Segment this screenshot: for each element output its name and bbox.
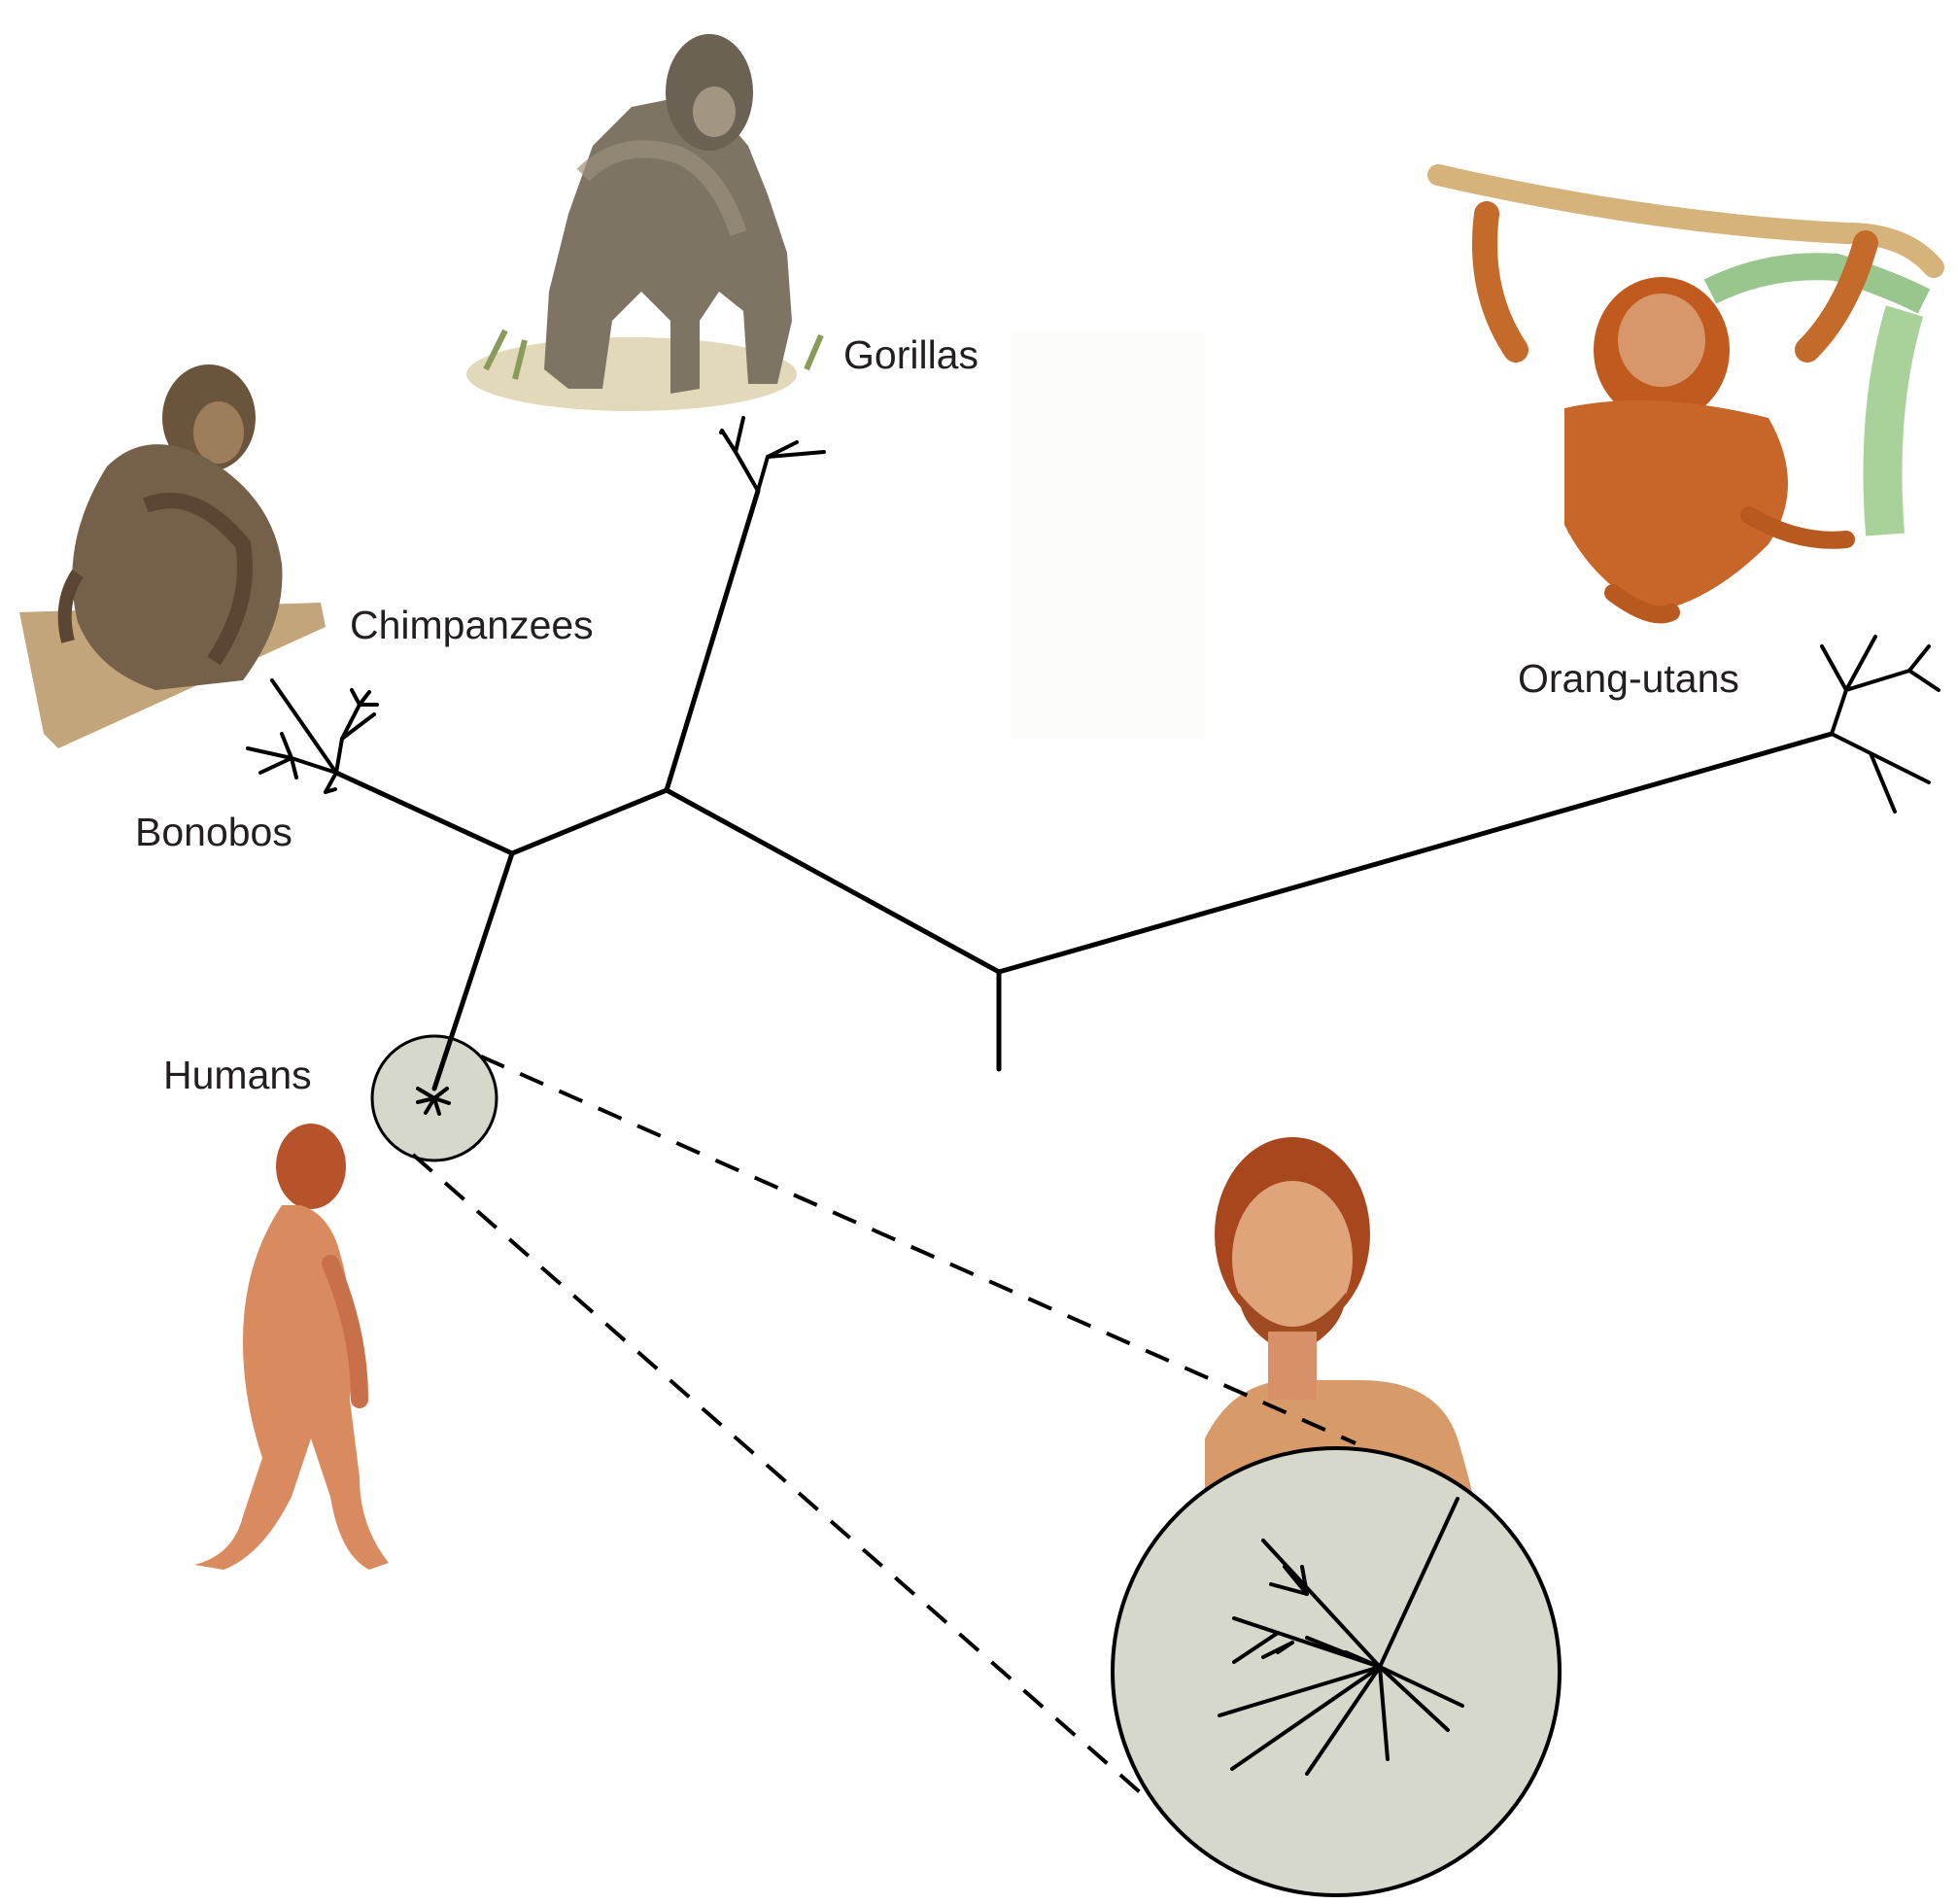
- zoom-magnified-circle: [1113, 1448, 1560, 1895]
- zoom-line-lower: [413, 1155, 1147, 1798]
- gorilla-branch-tips: [721, 418, 824, 491]
- chimp-bonobo-branch-tips: [248, 680, 377, 792]
- gorilla-illustration: [466, 34, 821, 411]
- orang-utan-branch-tips: [1822, 637, 1939, 812]
- background-panel: [1011, 330, 1205, 739]
- label-humans: Humans: [163, 1056, 312, 1095]
- early-human-illustration: [194, 1124, 389, 1570]
- label-orang-utans: Orang-utans: [1518, 659, 1739, 699]
- label-bonobos: Bonobos: [135, 813, 292, 852]
- orang-utan-illustration: [1438, 175, 1934, 615]
- label-chimpanzees: Chimpanzees: [350, 606, 594, 645]
- label-gorillas: Gorillas: [843, 335, 978, 375]
